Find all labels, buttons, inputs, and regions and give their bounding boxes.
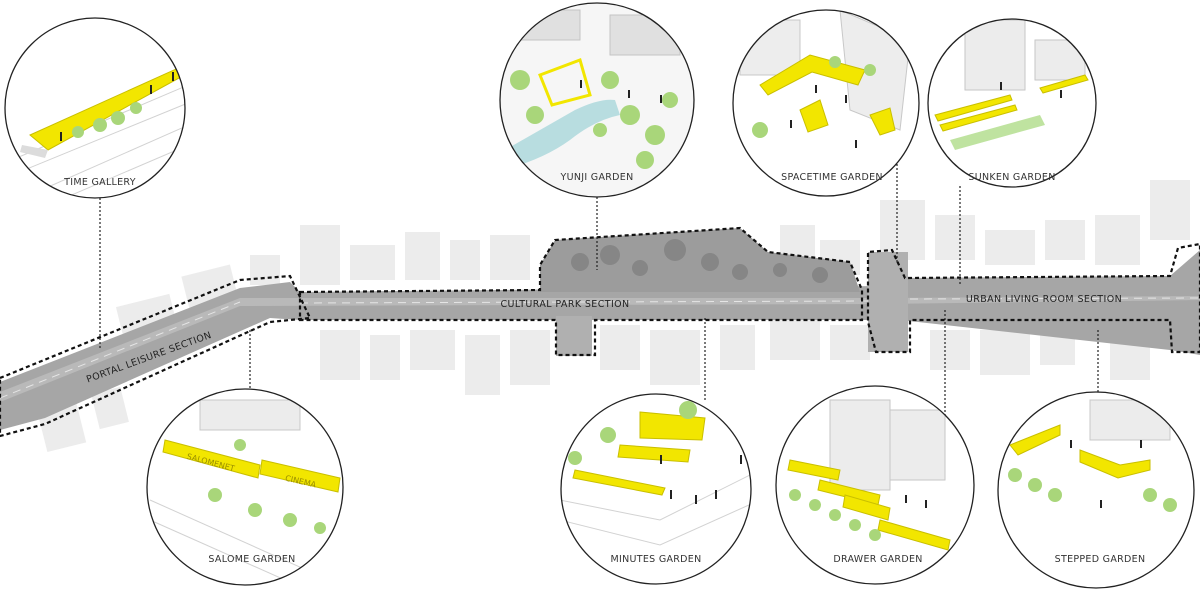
sunken-garden-label: SUNKEN GARDEN bbox=[968, 172, 1055, 183]
garden-time-gallery: TIME GALLERY bbox=[4, 17, 186, 199]
drawer-garden-label: DRAWER GARDEN bbox=[833, 554, 922, 565]
intersection-south bbox=[556, 316, 592, 356]
portal-section-outline bbox=[0, 274, 312, 438]
spacetime-garden-label: SPACETIME GARDEN bbox=[781, 172, 883, 183]
section-outlines bbox=[0, 226, 1200, 438]
yunji-garden-label: YUNJI GARDEN bbox=[560, 172, 634, 183]
garden-stepped: STEPPED GARDEN bbox=[997, 391, 1195, 589]
salome-garden-label: SALOME GARDEN bbox=[208, 554, 295, 565]
garden-drawer: DRAWER GARDEN bbox=[775, 385, 975, 585]
garden-salome: SALOMENET CINEMA SALOME GARDEN bbox=[146, 388, 344, 586]
urban-section-label: URBAN LIVING ROOM SECTION bbox=[966, 294, 1122, 305]
garden-sunken: SUNKEN GARDEN bbox=[927, 18, 1097, 188]
cultural-section-label: CULTURAL PARK SECTION bbox=[500, 299, 629, 310]
minutes-garden-label: MINUTES GARDEN bbox=[611, 554, 702, 565]
intersection-east bbox=[868, 252, 908, 352]
time-gallery-label: TIME GALLERY bbox=[63, 177, 136, 188]
background-buildings bbox=[35, 180, 1190, 453]
garden-spacetime: SPACETIME GARDEN bbox=[732, 9, 920, 197]
leader-lines bbox=[99, 160, 1099, 415]
stepped-garden-label: STEPPED GARDEN bbox=[1055, 554, 1146, 565]
garden-yunji: YUNJI GARDEN bbox=[499, 2, 695, 198]
garden-minutes: MINUTES GARDEN bbox=[560, 393, 752, 585]
cultural-section-outline bbox=[298, 226, 864, 357]
